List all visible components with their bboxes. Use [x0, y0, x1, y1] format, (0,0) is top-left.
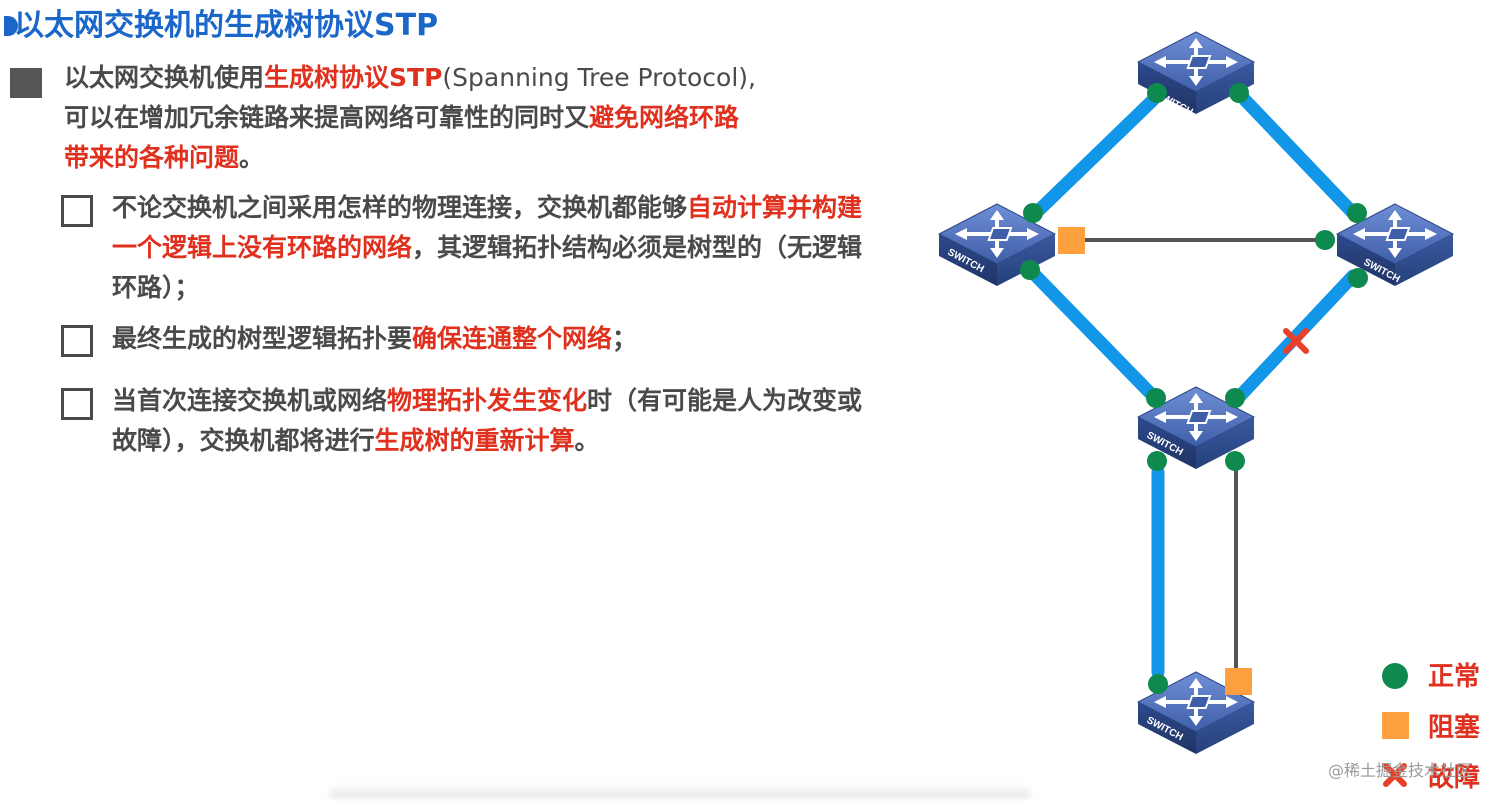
sub-item-2-tail: ；	[612, 324, 638, 353]
title-marker	[4, 16, 18, 36]
sub-item-2-highlight: 确保连通整个网络	[412, 324, 613, 353]
sub-item-3-tail: 。	[574, 426, 600, 455]
sub-item-3-highlight-1: 物理拓扑发生变化	[387, 386, 588, 415]
intro-highlight-avoid-loop: 避免网络环路	[589, 103, 740, 132]
port-normal	[1348, 268, 1368, 288]
sub-bullet-checkbox-2	[61, 325, 93, 357]
intro-text-2: 可以在增加冗余链路来提高网络可靠性的同时又	[64, 103, 590, 132]
page-title: 以太网交换机的生成树协议STP	[4, 4, 439, 48]
port-normal	[1146, 388, 1166, 408]
port-normal	[1148, 674, 1168, 694]
legend-fault-icon	[1383, 763, 1407, 787]
sub-item-1-tail: ，其逻辑拓扑结构必须是树型的（无逻辑环路）；	[112, 233, 863, 302]
port-normal	[1147, 83, 1167, 103]
port-normal	[1315, 230, 1335, 250]
title-text: 以太网交换机的生成树协议STP	[14, 8, 439, 43]
intro-paragraph: 以太网交换机使用生成树协议STP(Spanning Tree Protocol)…	[64, 58, 884, 178]
port-normal	[1225, 451, 1245, 471]
main-bullet-square	[10, 68, 42, 98]
watermark: @稀土掘金技术社区	[1328, 761, 1473, 780]
intro-highlight-stp: 生成树协议STP	[264, 63, 443, 92]
bottom-shadow	[330, 784, 1030, 798]
port-normal	[1229, 83, 1249, 103]
sub-item-2-text: 最终生成的树型逻辑拓扑要	[112, 324, 413, 353]
legend-normal-label: 正常	[1428, 662, 1480, 692]
fault-icon	[1283, 328, 1309, 354]
port-normal	[1023, 203, 1043, 223]
sub-item-1-highlight: 自动计算并构建一个逻辑上没有环路的网络	[112, 193, 863, 262]
intro-text-1: 以太网交换机使用	[64, 63, 265, 92]
legend-blocked-icon	[1382, 712, 1409, 739]
legend: 正常 阻塞 故障	[1382, 662, 1480, 793]
port-normal	[1147, 451, 1167, 471]
link-top-right	[1238, 93, 1360, 220]
legend-blocked-label: 阻塞	[1428, 712, 1480, 743]
intro-text-protocol: (Spanning Tree Protocol),	[442, 63, 756, 92]
port-normal	[1347, 203, 1367, 223]
sub-item-1: 不论交换机之间采用怎样的物理连接，交换机都能够自动计算并构建一个逻辑上没有环路的…	[112, 188, 872, 308]
link-left-center	[1029, 269, 1160, 403]
sub-bullet-checkbox-3	[61, 388, 93, 420]
sub-item-3-highlight-2: 生成树的重新计算	[374, 426, 575, 455]
ports-normal	[1020, 83, 1368, 694]
port-normal	[1020, 260, 1040, 280]
port-blocked	[1058, 227, 1085, 254]
port-normal	[1225, 388, 1245, 408]
link-top-left	[1029, 93, 1160, 220]
links	[1029, 93, 1360, 679]
legend-normal-icon	[1382, 663, 1408, 689]
sub-item-2: 最终生成的树型逻辑拓扑要确保连通整个网络；	[112, 319, 872, 359]
ports-blocked	[1058, 227, 1252, 695]
sub-item-1-text: 不论交换机之间采用怎样的物理连接，交换机都能够	[112, 193, 688, 222]
link-right-center-failed	[1233, 269, 1360, 403]
sub-item-3: 当首次连接交换机或网络物理拓扑发生变化时（有可能是人为改变或故障），交换机都将进…	[112, 381, 872, 461]
sub-item-3-middle: 时（有可能是人为改变或故障），交换机都将进行	[112, 386, 863, 455]
port-blocked	[1225, 668, 1252, 695]
intro-text-end: 。	[239, 143, 265, 172]
sub-item-3-text: 当首次连接交换机或网络	[112, 386, 388, 415]
intro-highlight-problems: 带来的各种问题	[64, 143, 240, 172]
sub-bullet-checkbox-1	[61, 195, 93, 227]
legend-fault-label: 故障	[1428, 762, 1480, 793]
